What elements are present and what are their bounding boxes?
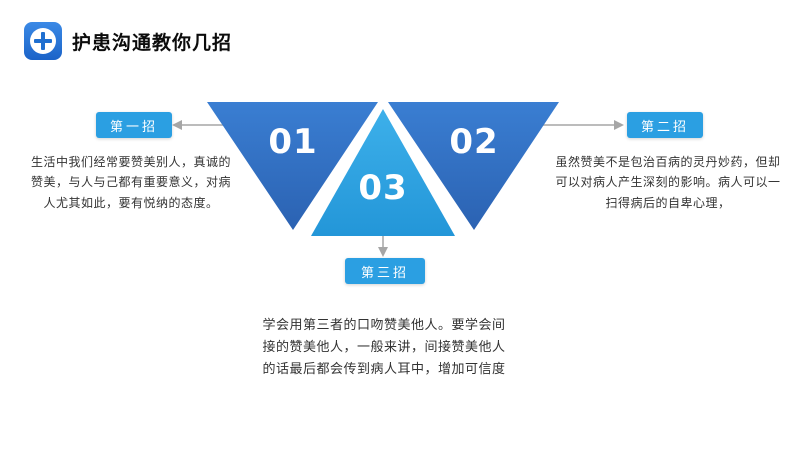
- slide-header: 护患沟通教你几招: [24, 22, 232, 60]
- bottom-arrowhead-icon: [378, 247, 388, 257]
- first-tip-text: 生活中我们经常要赞美别人，真诚的赞美，与人与己都有重要意义，对病人尤其如此，要有…: [30, 155, 231, 210]
- triangle-03-number: 03: [358, 168, 407, 208]
- triangle-02-number: 02: [449, 122, 498, 162]
- page-title: 护患沟通教你几招: [72, 32, 233, 54]
- first-tip-badge: 第一招: [96, 112, 172, 138]
- medical-cross-icon: [24, 22, 62, 60]
- triangle-01-number: 01: [268, 122, 317, 162]
- second-tip-badge: 第二招: [627, 112, 703, 138]
- triangle-01: [207, 102, 378, 230]
- right-arrowhead-icon: [614, 120, 624, 130]
- third-tip-badge: 第三招: [345, 258, 425, 284]
- triangle-03: [311, 109, 455, 236]
- second-tip-text: 虽然赞美不是包治百病的灵丹妙药，但却可以对病人产生深刻的影响。病人可以一扫得病后…: [555, 155, 781, 210]
- triangle-02: [388, 102, 559, 230]
- left-arrowhead-icon: [172, 120, 182, 130]
- third-tip-text: 学会用第三者的口吻赞美他人。要学会间接的赞美他人，一般来讲，间接赞美他人的话最后…: [262, 317, 506, 377]
